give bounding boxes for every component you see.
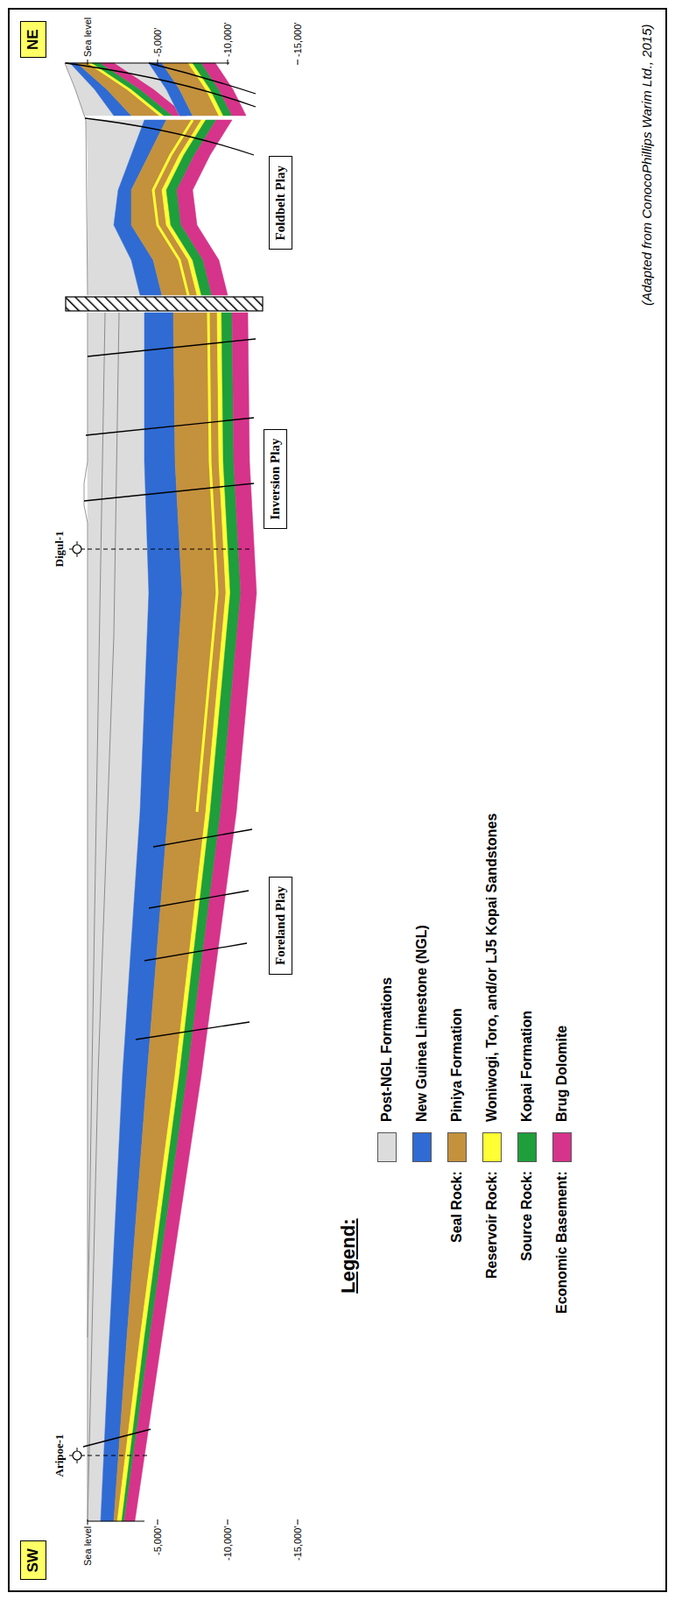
horizon-line [87,312,106,1337]
well-symbol [72,1450,82,1460]
legend-heading: Legend: [337,1217,360,1294]
reservoir-layer [153,119,193,296]
depth-label: -5,000' [152,28,163,57]
legend-text: Woniwogi, Toro, and/or LJ5 Kopai Sandsto… [484,813,500,1122]
depth-label: -10,000' [222,1525,233,1561]
fault-line [85,417,254,436]
scale-tick [297,59,299,65]
depth-label: Sea level [82,17,93,57]
thrust-fault [148,63,256,94]
scale-tick [87,1518,89,1525]
depth-label: -5,000' [152,1525,163,1555]
thrust-fault [65,63,256,107]
scale-tick [87,59,89,65]
direction-box: SW [20,1539,47,1580]
legend-swatch [447,1132,467,1162]
box-label: SW [24,1547,42,1572]
well-path [87,548,250,549]
box-label: Foreland Play [273,885,288,965]
section-break [65,296,263,311]
legend-text: New Guinea Limestone (NGL) [414,924,430,1122]
scale-tick [227,1518,229,1525]
kopai-layer [121,312,241,1521]
scale-tick [157,1518,159,1525]
fault-line [135,1021,250,1040]
legend-swatch [482,1132,502,1162]
reservoir-layer [196,312,218,812]
direction-box: NE [20,21,47,58]
brug-layer [176,119,233,296]
play-box: Foreland Play [268,876,293,975]
legend-role: Reservoir Rock: [484,1170,500,1279]
scale-tick [297,1518,299,1525]
thrust-fault [84,118,254,155]
play-box: Inversion Play [263,428,288,530]
legend-swatch [517,1132,537,1162]
legend-role: Source Rock: [519,1170,535,1261]
legend-text: Piniya Formation [449,1007,465,1122]
scale-tick [157,59,159,65]
fault-line [153,829,253,847]
fault-line [83,1428,151,1447]
depth-label: -10,000' [222,22,233,57]
legend-text: Kopai Formation [519,1010,535,1122]
legend-text: Post-NGL Formations [379,977,395,1122]
well-path [87,1454,149,1456]
caption: (Adapted from ConocoPhillips Warim Ltd.,… [639,23,654,306]
fault-line [87,338,256,357]
legend-role: Seal Rock: [449,1170,465,1243]
surface-line [84,312,88,1521]
box-label: Foldbelt Play [273,165,288,240]
scale-tick [227,59,229,65]
well-symbol [72,544,82,554]
fault-line [84,483,254,501]
legend-text: Brug Dolomite [554,1025,570,1122]
horizon-line [87,312,120,1521]
frame [8,8,667,1591]
legend-swatch [552,1132,572,1162]
section-edge [64,63,230,64]
box-label: Inversion Play [267,438,282,521]
surface-line [64,63,88,296]
fault-line [148,890,249,908]
brug-layer [201,63,247,116]
depth-label: Sea level [82,1525,93,1566]
box-label: NE [24,28,42,50]
well-name: Aripoe-1 [52,1433,67,1477]
play-box: Foldbelt Play [268,155,293,250]
fault-line [144,942,247,961]
well-name: Digul-1 [52,530,67,567]
section-edge [87,1520,145,1522]
depth-label: -15,000' [292,1525,303,1561]
depth-label: -15,000' [292,22,303,57]
brug-layer [124,312,257,1521]
legend-swatch [377,1132,397,1162]
legend-swatch [412,1132,432,1162]
legend-role: Economic Basement: [554,1170,570,1314]
